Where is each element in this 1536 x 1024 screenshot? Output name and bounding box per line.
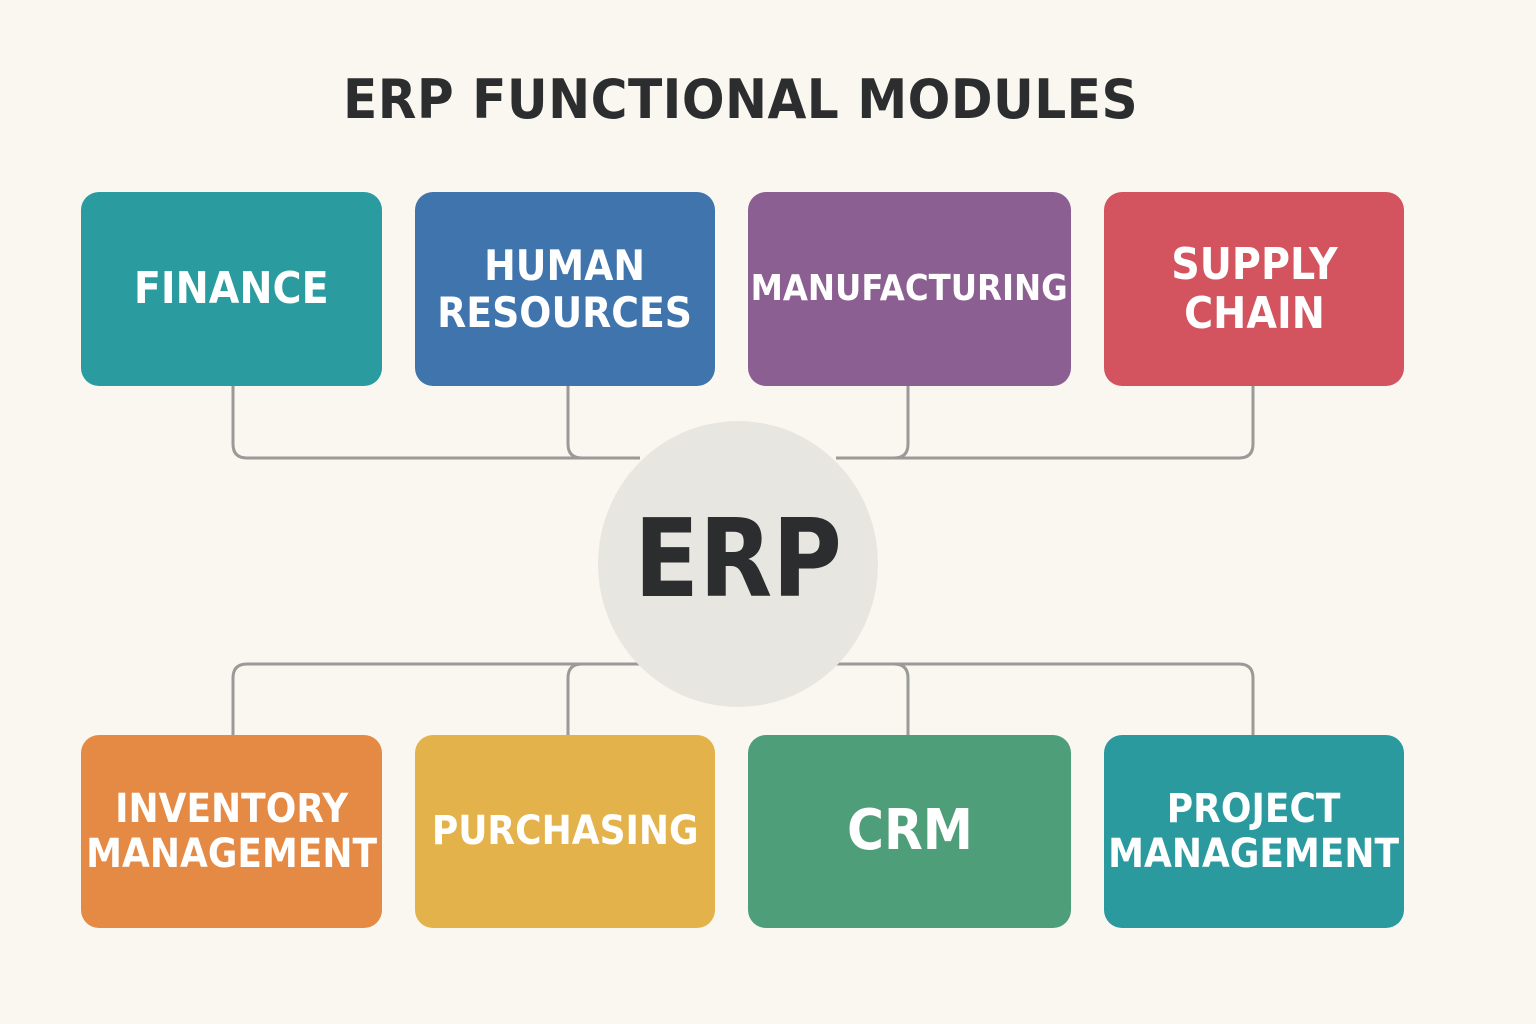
module-label: FINANCE [134, 263, 329, 315]
connector-bottom-crm [836, 662, 910, 736]
connector-bottom-purchasing [566, 662, 640, 736]
connector-top-finance [231, 386, 600, 460]
module-human-resources: HUMAN RESOURCES [415, 192, 715, 386]
module-crm: CRM [748, 735, 1071, 928]
module-label: MANUFACTURING [750, 267, 1069, 309]
module-label: CRM [846, 798, 973, 864]
connector-top-hr [566, 386, 640, 460]
module-label: SUPPLY CHAIN [1170, 238, 1338, 339]
module-manufacturing: MANUFACTURING [748, 192, 1071, 386]
erp-hub-label: ERP [634, 496, 842, 622]
module-supply-chain: SUPPLY CHAIN [1104, 192, 1404, 386]
connector-top-supply-chain [880, 386, 1255, 460]
diagram-title: ERP FUNCTIONAL MODULES [343, 68, 1139, 131]
module-label: HUMAN RESOURCES [437, 240, 693, 337]
module-label: PROJECT MANAGEMENT [1108, 785, 1400, 877]
erp-hub: ERP [598, 421, 878, 707]
module-project-management: PROJECT MANAGEMENT [1104, 735, 1404, 928]
connector-bottom-inventory [231, 662, 640, 736]
module-purchasing: PURCHASING [415, 735, 715, 928]
module-inventory-management: INVENTORY MANAGEMENT [81, 735, 382, 928]
connector-bottom-project [836, 662, 1255, 736]
module-label: INVENTORY MANAGEMENT [86, 785, 377, 877]
module-finance: FINANCE [81, 192, 382, 386]
connector-top-manufacturing [836, 386, 910, 460]
module-label: PURCHASING [431, 808, 699, 855]
